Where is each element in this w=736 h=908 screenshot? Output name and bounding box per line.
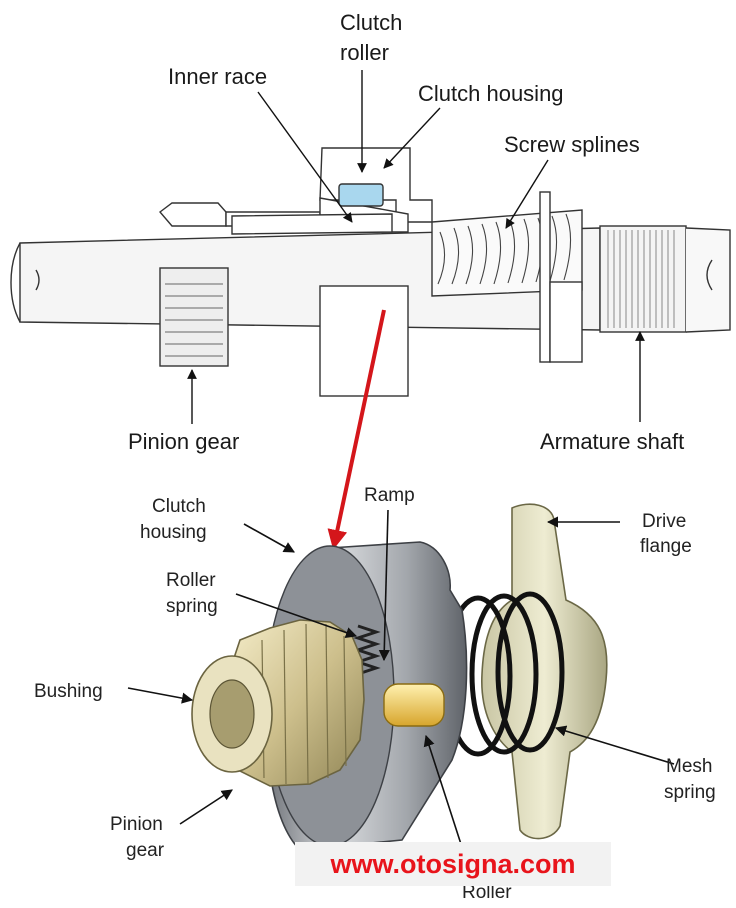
label-screw-splines: Screw splines xyxy=(504,132,640,157)
cross-section-drawing xyxy=(10,147,731,397)
label-ramp: Ramp xyxy=(364,485,415,506)
label-mesh-spring-line1: Mesh xyxy=(666,756,712,777)
label-clutch-housing-line1: Clutch xyxy=(152,496,206,517)
label-clutch-housing-top: Clutch housing xyxy=(418,81,564,106)
label-clutch-roller-line2: roller xyxy=(340,40,389,65)
clutch-roller-section xyxy=(338,183,384,207)
armature-spline-end xyxy=(599,225,687,333)
label-roller-spring-line2: spring xyxy=(166,596,218,617)
label-roller-spring-line1: Roller xyxy=(166,570,216,591)
clutch-assembly-drawing xyxy=(191,503,608,851)
watermark-text: www.otosigna.com xyxy=(330,848,576,879)
label-bushing: Bushing xyxy=(34,681,103,702)
label-clutch-roller-line1: Clutch xyxy=(340,10,402,35)
label-pinion-gear-line2: gear xyxy=(126,840,165,861)
label-pinion-gear-line1: Pinion xyxy=(110,814,163,835)
label-drive-flange-line1: Drive xyxy=(642,511,686,532)
bottom-leader-lines xyxy=(127,509,675,873)
drive-flange xyxy=(481,503,608,840)
watermark-box: www.otosigna.com xyxy=(295,842,611,886)
label-inner-race: Inner race xyxy=(168,64,267,89)
label-mesh-spring-line2: spring xyxy=(664,782,716,803)
roller-part xyxy=(383,683,445,727)
top-leader-lines xyxy=(187,70,645,424)
label-roller: Roller xyxy=(462,882,512,903)
label-pinion-gear-top: Pinion gear xyxy=(128,429,239,454)
inner-race xyxy=(231,213,393,235)
pointer-arrow xyxy=(327,309,386,550)
pinion-gear-section xyxy=(159,267,229,367)
label-armature-shaft: Armature shaft xyxy=(540,429,684,454)
label-drive-flange-line2: flange xyxy=(640,536,692,557)
label-clutch-housing-line2: housing xyxy=(140,522,207,543)
